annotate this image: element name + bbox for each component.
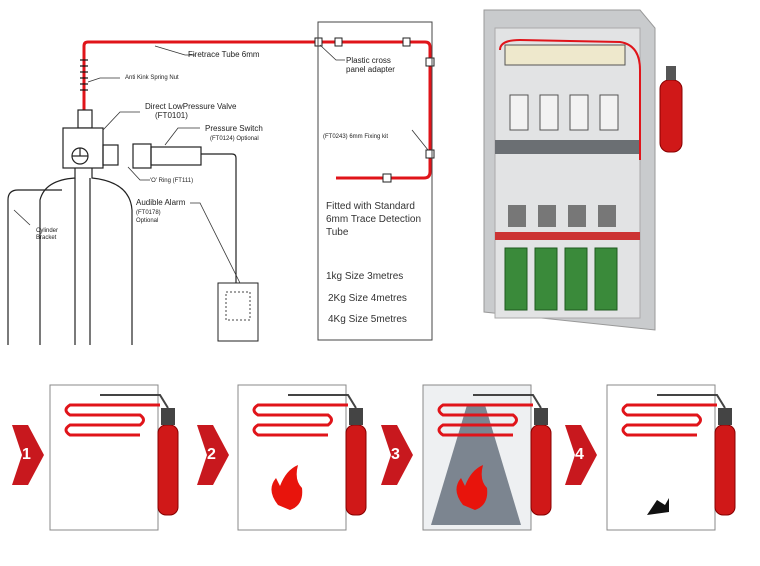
firetrace-tube bbox=[82, 40, 432, 180]
valve-icon bbox=[718, 408, 732, 425]
step-3 bbox=[381, 384, 552, 531]
label-o-ring: 'O' Ring (FT111) bbox=[150, 178, 194, 184]
detection-tube bbox=[64, 403, 160, 437]
step-arrow-icon bbox=[197, 425, 229, 485]
detection-tube bbox=[437, 403, 533, 437]
cabinet-illustration bbox=[483, 9, 683, 331]
valve-icon bbox=[534, 408, 548, 425]
label-fitted: Fitted with Standard 6mm Trace Detection… bbox=[326, 201, 422, 238]
step-number: 4 bbox=[575, 446, 584, 463]
label-pressure-switch: Pressure Switch bbox=[205, 124, 263, 133]
step-arrow-icon bbox=[12, 425, 44, 485]
detection-tube bbox=[252, 403, 348, 437]
label-firetrace-tube: Firetrace Tube 6mm bbox=[188, 50, 260, 59]
valve-icon bbox=[349, 408, 363, 425]
extinguisher-icon bbox=[530, 424, 552, 516]
step-4 bbox=[565, 384, 736, 531]
pipe bbox=[473, 394, 542, 409]
discharge-cone bbox=[431, 405, 521, 525]
label-fixing-kit: (FT0243) 6mm Fixing kit bbox=[323, 134, 389, 140]
anti-kink-spring-icon bbox=[80, 59, 88, 91]
label-valve-code: (FT0101) bbox=[155, 111, 188, 120]
label-size-4kg: 4Kg Size 5metres bbox=[328, 314, 407, 325]
extinguished-flame-icon bbox=[647, 498, 669, 515]
step-panel bbox=[49, 384, 159, 531]
label-cylinder-bracket: Cylinder Bracket bbox=[36, 228, 59, 241]
audible-alarm-icon bbox=[217, 282, 259, 342]
detection-tube bbox=[621, 403, 717, 437]
label-pressure-switch-code: (FT0124) Optional bbox=[210, 136, 259, 142]
pipe bbox=[657, 394, 726, 409]
label-size-1kg: 1kg Size 3metres bbox=[326, 271, 404, 282]
flame-icon bbox=[456, 465, 488, 510]
step-arrow-icon bbox=[381, 425, 413, 485]
label-audible-alarm: Audible Alarm bbox=[136, 198, 186, 207]
step-2 bbox=[197, 384, 367, 531]
leader-lines bbox=[13, 44, 429, 284]
step-number: 2 bbox=[207, 446, 216, 463]
valve-icon bbox=[161, 408, 175, 425]
step-arrow-icon bbox=[565, 425, 597, 485]
step-1 bbox=[12, 384, 179, 531]
pipe bbox=[100, 394, 169, 409]
flame-icon bbox=[271, 465, 303, 510]
extinguisher-icon bbox=[714, 424, 736, 516]
extinguisher-icon bbox=[345, 424, 367, 516]
extinguisher-icon bbox=[157, 424, 179, 516]
label-anti-kink: Anti Kink Spring Nut bbox=[125, 75, 179, 81]
cylinder-valve-assembly bbox=[7, 109, 237, 345]
label-size-2kg: 2Kg Size 4metres bbox=[328, 293, 407, 304]
panel-outline bbox=[317, 21, 433, 341]
step-number: 3 bbox=[391, 446, 400, 463]
label-valve: Direct LowPressure Valve bbox=[145, 102, 237, 111]
label-cross-adapter: Plastic cross panel adapter bbox=[346, 56, 395, 75]
label-audible-alarm-code: (FT0178) bbox=[136, 210, 161, 216]
pipe bbox=[288, 394, 357, 409]
label-audible-alarm-optional: Optional bbox=[136, 218, 159, 224]
step-number: 1 bbox=[22, 446, 31, 463]
